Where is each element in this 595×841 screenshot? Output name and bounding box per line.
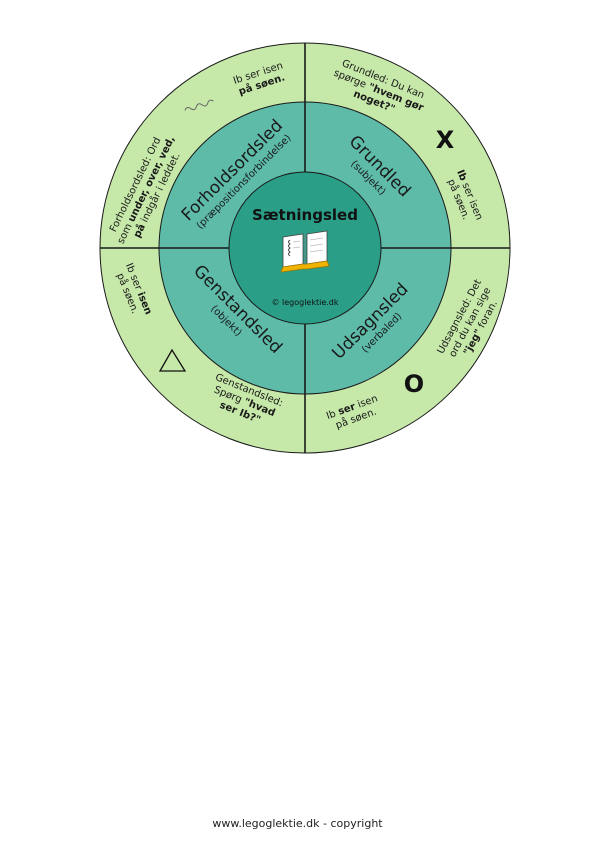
center-title: Sætningsled xyxy=(252,206,358,224)
symbol-o: O xyxy=(404,370,424,398)
symbol-x: X xyxy=(436,126,455,154)
book-icon xyxy=(280,230,330,273)
triangle-icon xyxy=(158,348,187,372)
center-copyright: © legoglektie.dk xyxy=(271,298,338,307)
wavy-line-icon xyxy=(184,99,214,111)
footer-copyright: www.legoglektie.dk - copyright xyxy=(212,817,383,830)
